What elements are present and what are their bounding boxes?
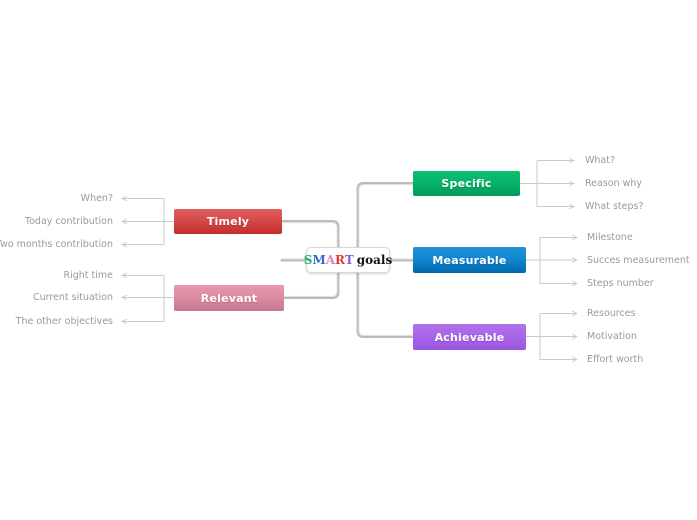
branch-node-relevant[interactable]: Relevant bbox=[174, 285, 284, 311]
smart-letter-a: A bbox=[325, 253, 336, 267]
leaf-connectors-specific bbox=[520, 161, 574, 207]
leaf-measurable-2[interactable]: Succes measurement bbox=[587, 255, 690, 266]
leaf-timely-2[interactable]: Today contribution bbox=[24, 216, 113, 227]
leaf-connectors-relevant bbox=[122, 276, 174, 322]
smart-letter-r: R bbox=[335, 253, 345, 267]
leaf-connectors-achievable bbox=[526, 314, 577, 360]
center-node-suffix: goals bbox=[356, 253, 393, 267]
leaf-specific-3[interactable]: What steps? bbox=[585, 201, 644, 212]
leaf-measurable-3[interactable]: Steps number bbox=[587, 278, 654, 289]
leaf-relevant-3[interactable]: The other objectives bbox=[15, 316, 113, 327]
leaf-timely-1[interactable]: When? bbox=[80, 193, 113, 204]
leaf-specific-1[interactable]: What? bbox=[585, 155, 616, 166]
leaf-connectors-measurable bbox=[526, 238, 577, 284]
leaf-achievable-1[interactable]: Resources bbox=[587, 308, 636, 319]
branch-node-achievable[interactable]: Achievable bbox=[413, 324, 526, 350]
branch-node-timely-label: Timely bbox=[206, 215, 250, 228]
smart-letter-m: M bbox=[312, 253, 326, 267]
branch-node-achievable-label: Achievable bbox=[434, 330, 505, 344]
leaf-connectors-timely bbox=[122, 199, 174, 245]
leaf-specific-2[interactable]: Reason why bbox=[585, 178, 643, 189]
leaf-achievable-2[interactable]: Motivation bbox=[587, 331, 638, 342]
branch-node-timely[interactable]: Timely bbox=[174, 209, 282, 234]
smart-letter-t: T bbox=[344, 253, 354, 267]
branch-node-relevant-label: Relevant bbox=[200, 291, 258, 305]
leaf-achievable-3[interactable]: Effort worth bbox=[587, 354, 644, 365]
leaf-relevant-2[interactable]: Current situation bbox=[32, 292, 113, 303]
leaf-relevant-1[interactable]: Right time bbox=[63, 270, 114, 281]
branch-node-measurable-label: Measurable bbox=[432, 253, 507, 267]
leaf-measurable-1[interactable]: Milestone bbox=[587, 232, 633, 243]
leaf-timely-3[interactable]: Two months contribution bbox=[0, 239, 113, 250]
branch-node-measurable[interactable]: Measurable bbox=[413, 247, 526, 273]
branch-node-specific[interactable]: Specific bbox=[413, 171, 520, 196]
branch-node-specific-label: Specific bbox=[441, 177, 492, 190]
